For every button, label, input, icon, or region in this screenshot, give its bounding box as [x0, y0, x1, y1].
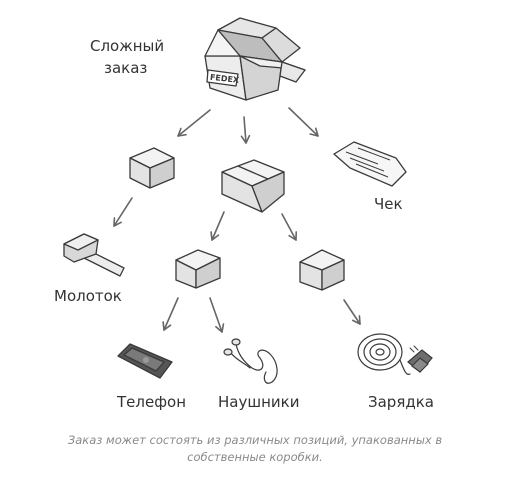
figure-caption: Заказ может состоять из различных позици…	[40, 432, 470, 466]
hammer-label: Молоток	[54, 287, 122, 305]
caption-line2: собственные коробки.	[187, 450, 323, 464]
arrow-icon	[343, 299, 361, 325]
caption-line1: Заказ может состоять из различных позици…	[67, 433, 443, 447]
charger-icon	[357, 333, 433, 375]
headphones-icon	[223, 338, 278, 384]
headphones-label: Наушники	[218, 393, 300, 411]
closed-box-icon	[299, 249, 345, 291]
hammer-icon	[63, 233, 125, 277]
arrow-icon	[113, 197, 133, 227]
closed-box-icon	[175, 249, 221, 289]
box-stamp-text: FEDEX	[210, 73, 241, 85]
arrow-icon	[177, 109, 211, 137]
phone-label: Телефон	[117, 393, 187, 411]
root-label-line1: Сложный	[90, 37, 165, 55]
open-box-icon	[204, 17, 306, 101]
arrow-icon	[162, 297, 179, 331]
arrow-icon	[288, 107, 319, 137]
receipt-icon	[333, 141, 407, 187]
charger-label: Зарядка	[368, 393, 434, 411]
receipt-label: Чек	[374, 195, 403, 213]
arrow-icon	[210, 211, 225, 241]
closed-box-icon	[129, 147, 175, 189]
root-label-line2: заказ	[104, 59, 148, 77]
arrow-icon	[209, 297, 225, 333]
arrow-icon	[240, 116, 251, 144]
arrow-icon	[281, 213, 298, 241]
closed-box-icon	[221, 159, 285, 213]
phone-icon	[117, 343, 173, 379]
